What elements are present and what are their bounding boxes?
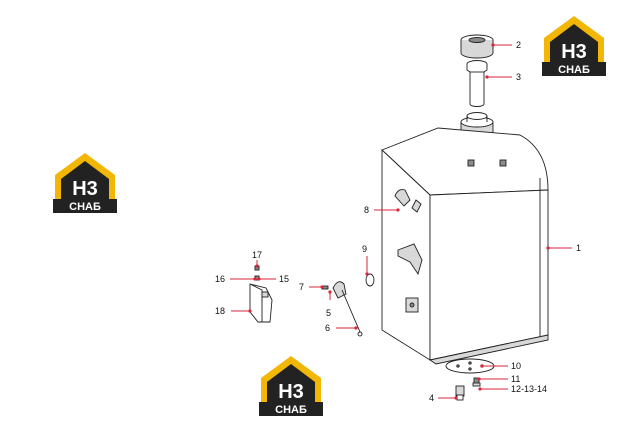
logo-text: СНАБ xyxy=(275,404,307,416)
o-ring xyxy=(365,273,375,287)
logo-mark: H3 xyxy=(72,178,98,200)
callout-5: 5 xyxy=(326,290,332,318)
drain-bolt xyxy=(472,377,481,387)
callout-label: 10 xyxy=(511,361,521,371)
logo-text: СНАБ xyxy=(558,64,590,76)
callout-7: 7 xyxy=(299,282,324,292)
callout-label: 18 xyxy=(215,306,225,316)
callout-8: 8 xyxy=(364,205,400,215)
callout-label: 8 xyxy=(364,205,369,215)
sensor-module xyxy=(249,265,273,323)
filler-neck xyxy=(466,60,488,107)
callout-label: 11 xyxy=(511,374,520,384)
callout-11: 11 xyxy=(477,374,520,384)
callout-label: 9 xyxy=(362,244,367,254)
callout-18: 18 xyxy=(215,306,252,316)
callout-6: 6 xyxy=(325,323,358,333)
brand-logo: H3 СНАБ xyxy=(53,153,117,213)
callout-1: 1 xyxy=(546,243,581,253)
callout-3: 3 xyxy=(485,72,521,82)
callout-label: 3 xyxy=(516,72,521,82)
callout-4: 4 xyxy=(429,393,458,403)
callout-17: 17 xyxy=(252,250,262,268)
callout-label: 5 xyxy=(326,308,331,318)
logo-text: СНАБ xyxy=(69,201,101,213)
callout-label: 1 xyxy=(576,243,581,253)
callout-label: 12-13-14 xyxy=(511,384,547,394)
callout-9: 9 xyxy=(362,244,369,276)
callout-label: 2 xyxy=(516,40,521,50)
fuel-tank xyxy=(381,112,549,365)
filler-cap xyxy=(460,34,494,59)
logo-mark: H3 xyxy=(278,381,304,403)
callout-10: 10 xyxy=(480,361,521,371)
brand-logo: H3 СНАБ xyxy=(542,16,606,76)
callout-label: 4 xyxy=(429,393,434,403)
callout-2: 2 xyxy=(491,40,521,50)
brand-logo: H3 СНАБ xyxy=(259,356,323,416)
callout-label: 17 xyxy=(252,250,262,260)
logo-mark: H3 xyxy=(561,41,587,63)
callout-label: 15 xyxy=(279,274,289,284)
callout-15: 15 xyxy=(257,274,289,284)
callout-16: 16 xyxy=(215,274,257,284)
callout-12-13-14: 12-13-14 xyxy=(478,384,547,394)
callout-label: 6 xyxy=(325,323,330,333)
callout-label: 16 xyxy=(215,274,225,284)
callout-label: 7 xyxy=(299,282,304,292)
